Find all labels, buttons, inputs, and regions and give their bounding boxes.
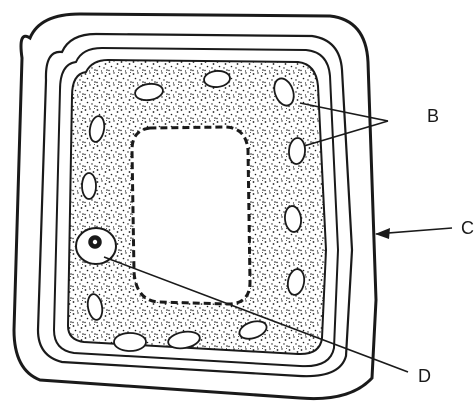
label-b: B — [427, 107, 439, 125]
arrowhead-c — [375, 228, 390, 239]
label-c: C — [461, 219, 474, 237]
chloroplast — [114, 333, 146, 351]
vacuole — [132, 127, 250, 304]
label-d: D — [418, 367, 431, 385]
chloroplast — [82, 173, 96, 199]
nucleolus-inner — [93, 240, 97, 244]
